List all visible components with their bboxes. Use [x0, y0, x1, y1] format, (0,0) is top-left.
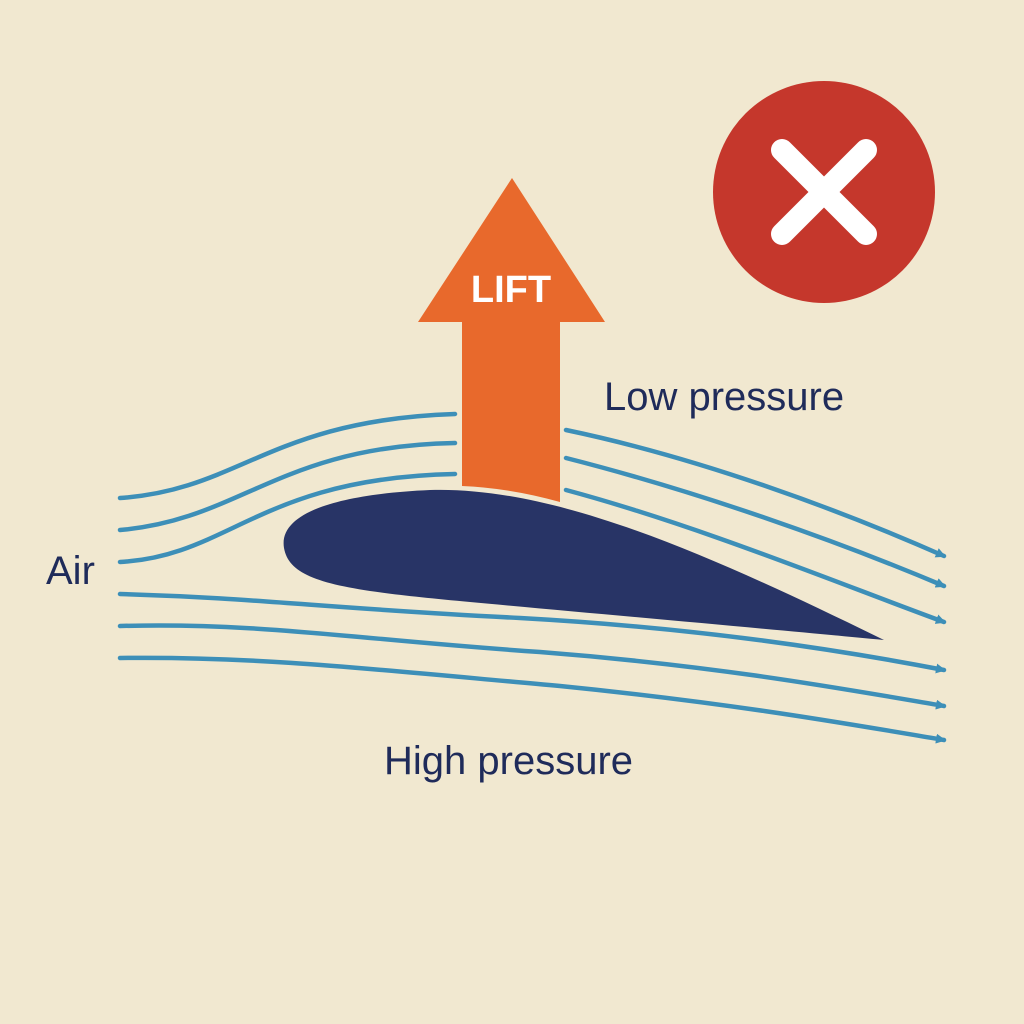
- low-pressure-label: Low pressure: [604, 375, 844, 419]
- lift-arrow: [418, 178, 605, 502]
- streamline: [117, 440, 458, 533]
- streamline: [117, 411, 458, 501]
- streamline: [117, 623, 947, 710]
- streamlines-lower: [117, 591, 947, 744]
- air-label: Air: [46, 549, 95, 593]
- streamline: [117, 471, 458, 565]
- close-icon: [713, 81, 935, 303]
- lift-label: LIFT: [471, 269, 551, 311]
- streamline: [117, 655, 947, 744]
- streamline: [117, 591, 947, 674]
- streamlines-upper: [117, 411, 947, 625]
- streamline: [563, 487, 947, 625]
- high-pressure-label: High pressure: [384, 739, 633, 783]
- streamline: [563, 455, 947, 589]
- airfoil: [283, 489, 884, 640]
- streamline: [563, 427, 947, 559]
